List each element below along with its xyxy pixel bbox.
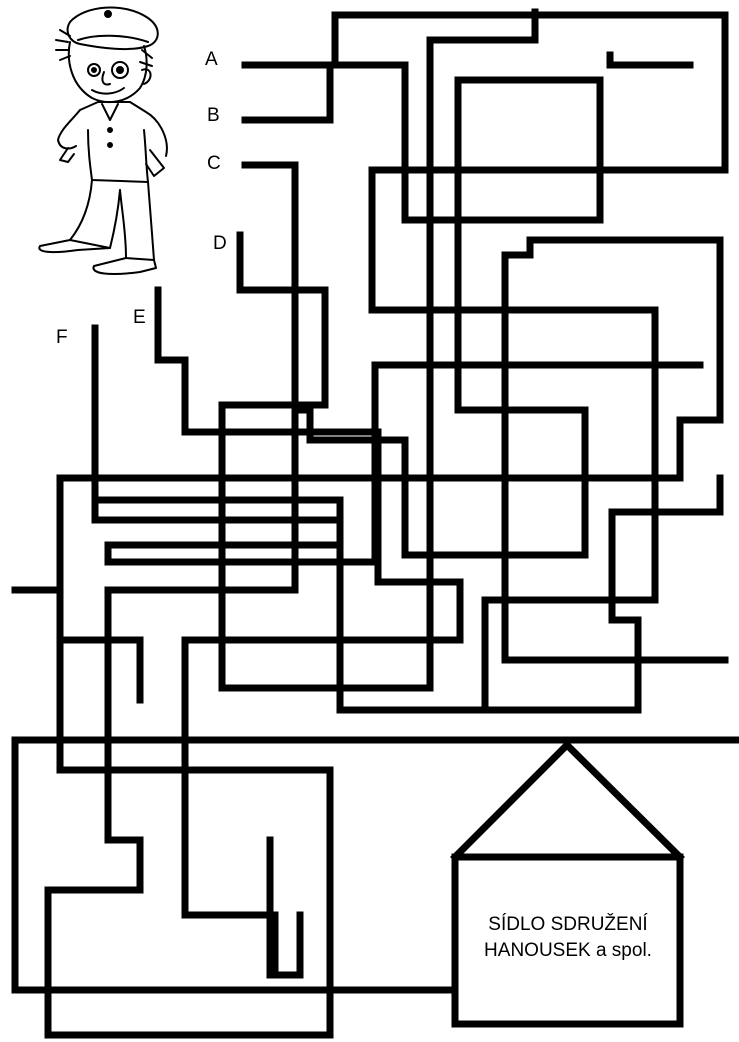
corridor-7 (610, 55, 690, 65)
destination-line-1: SÍDLO SDRUŽENÍ (456, 912, 680, 938)
start-label-e: E (133, 308, 146, 327)
start-label-f: F (56, 328, 68, 347)
path-e (158, 290, 460, 975)
start-label-c: C (207, 154, 221, 173)
destination-line-2: HANOUSEK a spol. (456, 938, 680, 964)
start-label-a: A (205, 50, 218, 69)
corridor-5 (612, 478, 720, 512)
destination-label: SÍDLO SDRUŽENÍ HANOUSEK a spol. (456, 912, 680, 964)
boy-in-cap-drawing (30, 0, 180, 280)
start-label-b: B (207, 106, 220, 125)
start-label-d: D (213, 234, 227, 253)
house-roof (455, 745, 680, 857)
corridor-3 (15, 590, 140, 700)
